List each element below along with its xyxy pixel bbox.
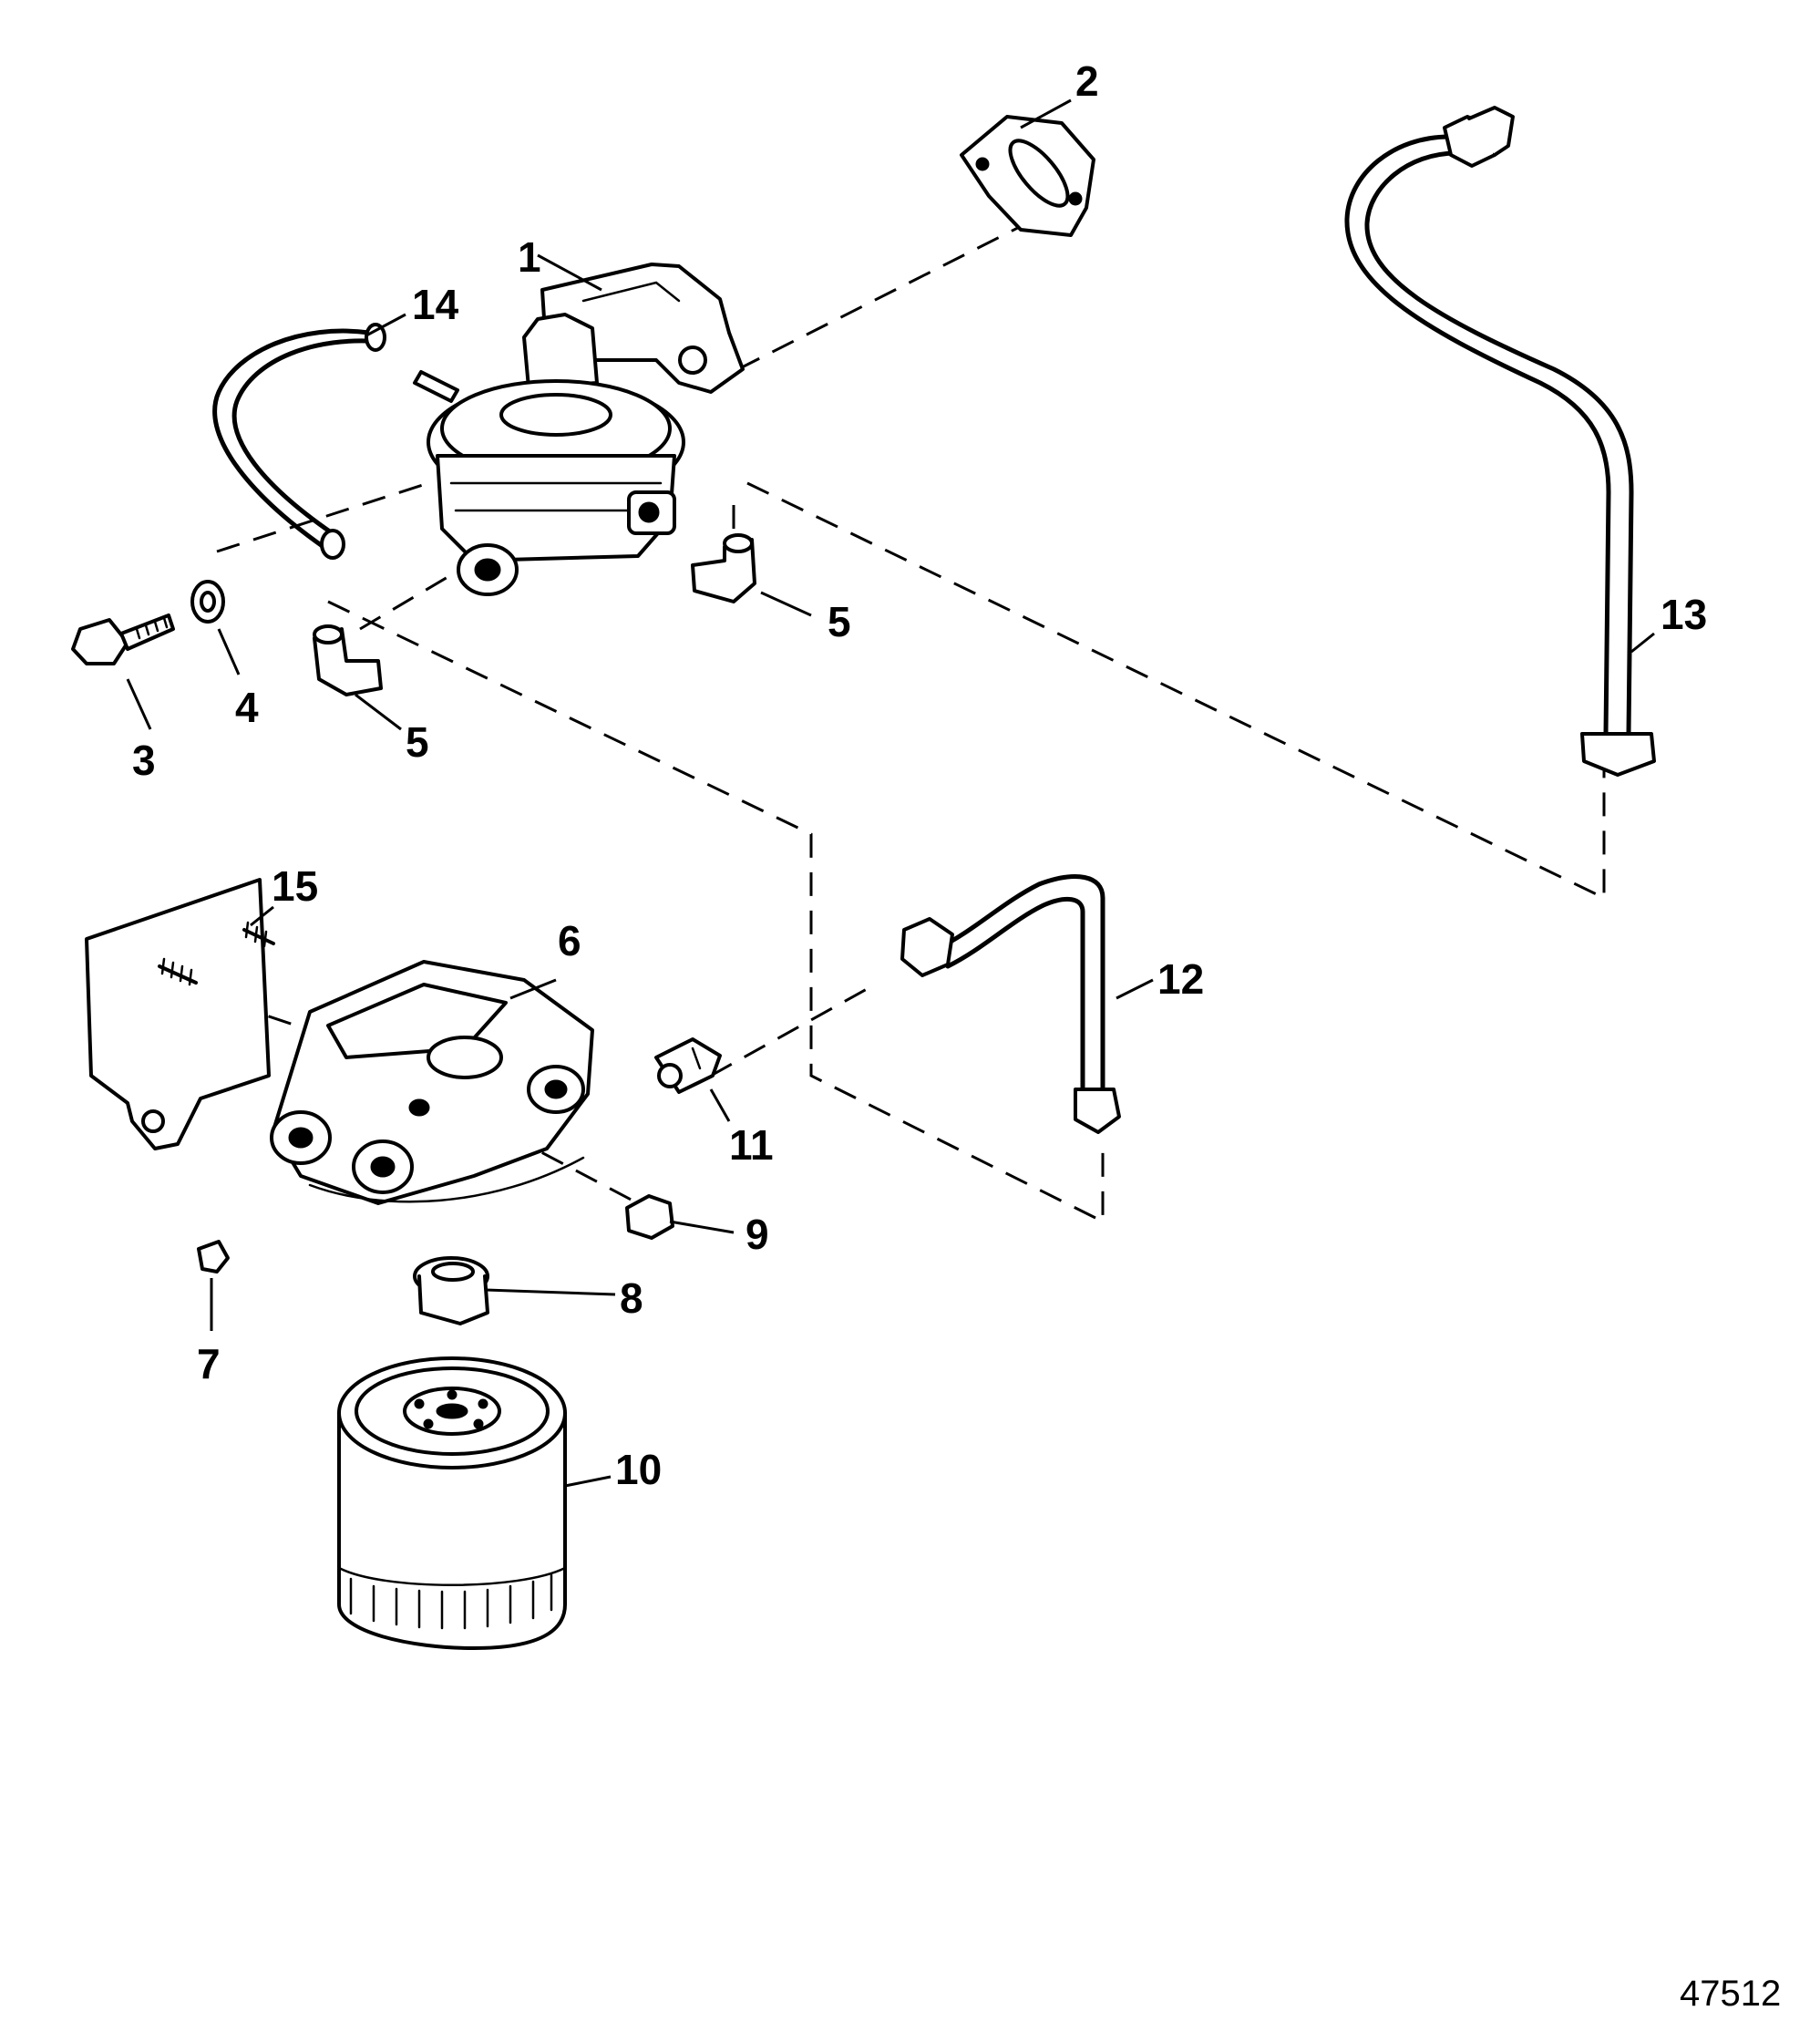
callout-10: 10 [615, 1446, 662, 1493]
elbow-fitting-part-5-right [691, 533, 756, 603]
figure-number: 47512 [1680, 1974, 1781, 2014]
callout-3: 3 [132, 737, 156, 784]
callout-5b: 5 [828, 598, 851, 645]
callout-14: 14 [412, 281, 459, 328]
nut-part-9 [625, 1194, 674, 1240]
callouts: 1 2 3 4 5 5 6 7 8 9 10 11 12 13 14 15 [132, 57, 1707, 1493]
bracket-part-15 [85, 878, 275, 1150]
washer-part-4 [190, 580, 225, 624]
switch-part-11 [654, 1037, 722, 1094]
fuel-line-part-12 [900, 874, 1121, 1134]
elbow-fitting-part-5-left [313, 624, 383, 696]
leader-lines [126, 98, 1655, 1488]
callout-13: 13 [1661, 591, 1707, 638]
plug-part-7 [197, 1240, 230, 1273]
callout-15: 15 [272, 862, 318, 910]
callout-8: 8 [620, 1274, 643, 1322]
callout-6: 6 [558, 917, 581, 964]
fuel-filter-part-10 [337, 1356, 567, 1650]
gasket-part-2 [960, 115, 1095, 237]
callout-5a: 5 [406, 718, 429, 766]
fuel-line-part-13 [1344, 106, 1656, 777]
vent-hose-part-14 [212, 323, 386, 560]
callout-2: 2 [1075, 57, 1099, 105]
bolt-part-3 [71, 614, 175, 665]
callout-11: 11 [729, 1121, 774, 1169]
callout-1: 1 [518, 233, 541, 281]
filter-head-part-6 [270, 960, 594, 1205]
callout-12: 12 [1157, 955, 1204, 1003]
callout-4: 4 [235, 684, 259, 731]
callout-9: 9 [745, 1211, 769, 1258]
adapter-part-8 [413, 1256, 489, 1325]
fuel-pump-part-1 [413, 263, 745, 596]
callout-7: 7 [197, 1340, 221, 1387]
